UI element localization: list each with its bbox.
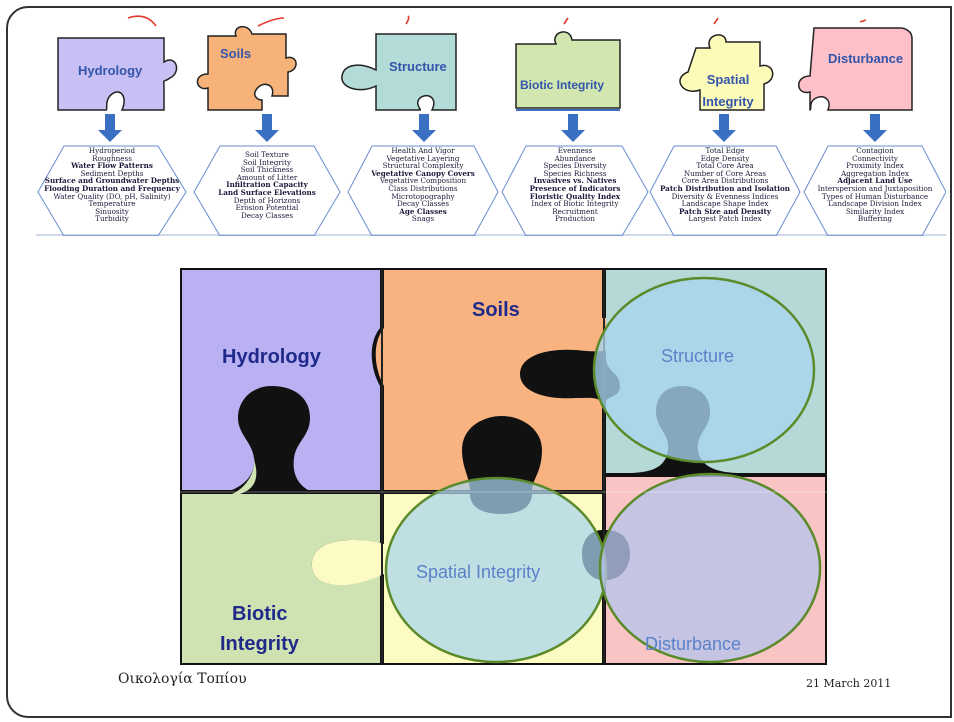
hex-item: Sinuosity xyxy=(95,206,129,216)
hex-item: Recruitment xyxy=(552,206,598,216)
hex-item: Surface and Groundwater Depths xyxy=(44,176,180,186)
hex-item: Total Edge xyxy=(705,146,745,155)
hex-item: Core Area Distributions xyxy=(681,176,769,186)
hex-item: Diversity & Evenness Indices xyxy=(671,191,779,201)
footer-course-title: Οικολογία Τοπίου xyxy=(118,671,247,687)
hex-item: Total Core Area xyxy=(696,161,754,171)
main-label-soils: Soils xyxy=(472,299,520,321)
top-piece-soils xyxy=(196,17,297,111)
footer-date: 21 March 2011 xyxy=(806,677,892,690)
hex-item: Age Classes xyxy=(399,206,447,216)
main-label-structure: Structure xyxy=(661,346,734,366)
hex-item: Soil Texture xyxy=(245,150,289,159)
hex-item: Structural Complexity xyxy=(382,161,464,171)
slide-frame xyxy=(6,6,952,718)
hex-item: Hydroperiod xyxy=(88,146,136,155)
hex-item: Sediment Depths xyxy=(80,168,144,178)
hex-item: Contagion xyxy=(856,146,894,155)
hex-item: Landscape Shape Index xyxy=(681,199,769,209)
hex-item: Vegetative Composition xyxy=(379,176,467,186)
hex-item: Turbidity xyxy=(95,214,129,224)
hex-item: Soil Thickness xyxy=(240,165,294,175)
hex-item: Erosion Potential xyxy=(235,203,299,213)
top-label-biotic: Biotic Integrity xyxy=(520,78,620,92)
circle-disturbance xyxy=(598,472,822,664)
hex-item: Flooding Duration and Frequency xyxy=(44,183,180,193)
main-piece-hydrology xyxy=(182,270,380,490)
hex-item: Largest Patch Index xyxy=(688,214,762,224)
hex-item: Decay Classes xyxy=(240,210,294,220)
hex-item: Similarity Index xyxy=(845,206,905,216)
hex-item: Amount of Litter xyxy=(236,172,298,182)
hex-item: Decay Classes xyxy=(396,199,450,209)
hex-item: Patch Size and Density xyxy=(678,206,772,216)
hex-item: Buffering xyxy=(857,214,893,224)
hex-item: Edge Density xyxy=(700,153,750,163)
hex-item: Species Richness xyxy=(543,168,607,178)
hex-item: Roughness xyxy=(92,153,132,163)
hex-item: Adjacent Land Use xyxy=(837,176,913,186)
hex-item: Proximity Index xyxy=(846,161,904,171)
top-label-disturbance: Disturbance xyxy=(828,51,904,66)
hex-item: Vegetative Layering xyxy=(386,153,460,163)
hex-item: Landscape Division Index xyxy=(828,199,922,209)
hex-item: Temperature xyxy=(88,199,136,209)
top-arrows xyxy=(98,114,887,142)
hex-item: Index of Biotic Integrity xyxy=(531,199,619,209)
top-piece-structure xyxy=(341,15,457,111)
hex-item: Depth of Horizons xyxy=(233,195,301,205)
hex-item: Patch Distribution and Isolation xyxy=(659,183,791,193)
top-label-structure: Structure xyxy=(389,59,447,74)
main-piece-biotic xyxy=(182,458,380,663)
top-label-biotic-text: Biotic Integrity xyxy=(520,78,605,92)
main-label-spatial: Spatial Integrity xyxy=(416,562,540,582)
hex-item: Health And Vigor xyxy=(391,146,455,155)
hex-item: Land Surface Elevations xyxy=(218,187,316,197)
main-puzzle: Hydrology Soils Structure Biotic Integri… xyxy=(180,268,827,665)
hex-item: Presence of Indicators xyxy=(529,183,621,193)
main-label-biotic-line2: Integrity xyxy=(220,633,300,655)
hex-item: Floristic Quality Index xyxy=(529,191,621,201)
main-label-hydrology: Hydrology xyxy=(222,346,322,368)
hex-item: Infiltration Capacity xyxy=(226,180,308,190)
hex-item: Species Diversity xyxy=(543,161,607,171)
top-diagram-strip: Hydrology Soils Structure Biotic Integri… xyxy=(36,14,947,237)
hex-item: Production xyxy=(555,214,595,224)
hex-item: Water Flow Patterns xyxy=(71,161,153,171)
top-label-soils: Soils xyxy=(220,46,252,61)
hex-item: Aggregation Index xyxy=(841,168,909,178)
top-diagram-svg xyxy=(36,15,947,237)
top-piece-spatial xyxy=(679,17,774,111)
top-label-spatial-text: Spatial Integrity xyxy=(702,72,754,109)
main-label-disturbance: Disturbance xyxy=(645,634,741,654)
main-piece-soils xyxy=(375,270,623,490)
hex-item: Abundance xyxy=(554,153,596,163)
hex-item: Number of Core Areas xyxy=(683,168,767,178)
hex-item: Vegetative Canopy Covers xyxy=(371,168,475,178)
top-piece-biotic xyxy=(515,17,621,111)
hex-item: Invasives vs. Natives xyxy=(533,176,617,186)
hex-item: Soil Integrity xyxy=(242,157,292,167)
top-label-spatial: Spatial Integrity xyxy=(698,69,758,113)
circle-structure xyxy=(592,276,816,464)
hex-item: Class Distributions xyxy=(388,183,458,193)
hex-item: Water Quality (DO, pH, Salinity) xyxy=(53,191,171,201)
top-label-hydrology: Hydrology xyxy=(78,63,143,78)
top-piece-hydrology xyxy=(57,15,178,111)
main-label-biotic-line1: Biotic xyxy=(232,603,288,625)
hex-item: Types of Human Disturbance xyxy=(821,191,929,201)
hex-item: Connectivity xyxy=(852,153,898,163)
top-piece-disturbance xyxy=(798,19,913,111)
hex-item: Evenness xyxy=(557,146,593,155)
main-puzzle-svg: Hydrology Soils Structure Biotic Integri… xyxy=(180,268,827,665)
hex-item: Snags xyxy=(411,214,435,224)
hex-item: Interspersion and Juxtaposition xyxy=(817,183,933,193)
hex-item: Microtopography xyxy=(391,191,455,201)
